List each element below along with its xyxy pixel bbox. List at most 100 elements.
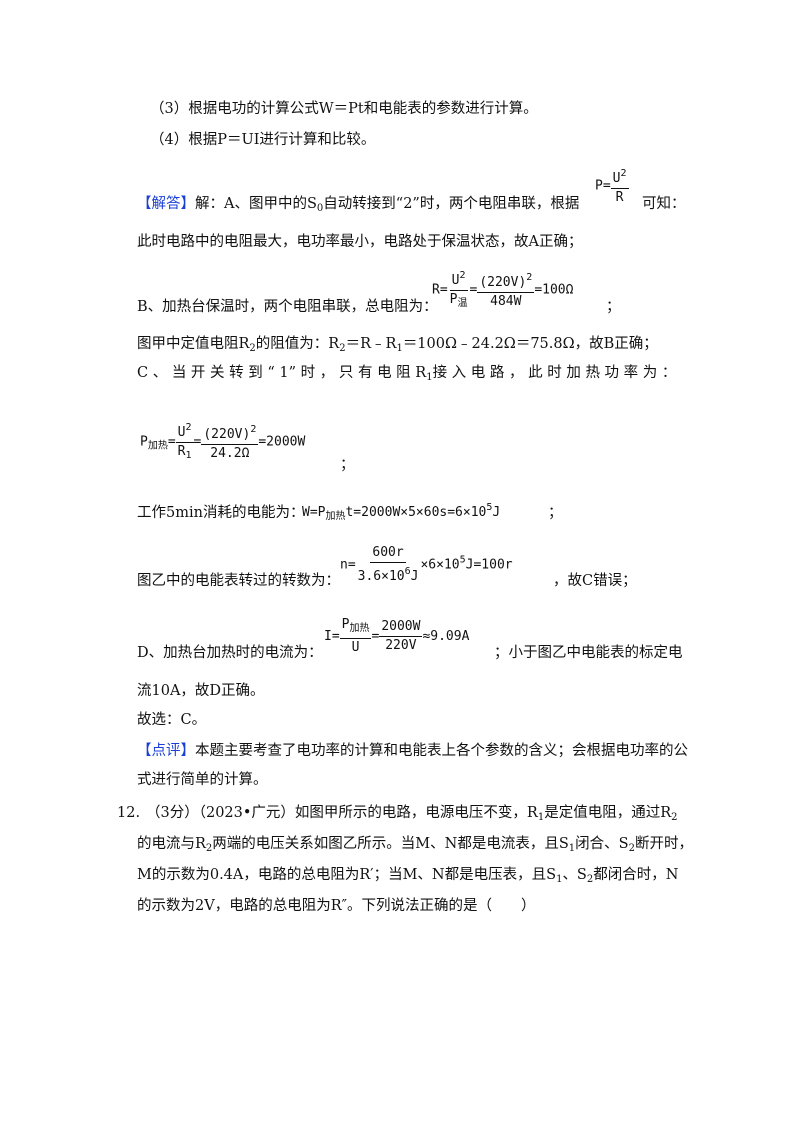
text-line-method-3: （3）根据电功的计算公式W＝Pt和电能表的参数进行计算。 [150, 101, 538, 117]
subscript: 温 [457, 298, 468, 309]
formula-text: P [341, 617, 350, 632]
comment-tag: 【点评】 [137, 743, 195, 759]
question-line-3: M的示数为0.4A，电路的总电阻为R′；当M、N都是电压表，且S1、S2都闭合时… [137, 865, 678, 890]
question-line-4: 的示数为2V，电路的总电阻为R″。下列说法正确的是（ ） [137, 898, 536, 914]
formula-text: 484W [490, 294, 522, 309]
formula-text: =2000W [258, 434, 306, 450]
subscript: 2 [671, 812, 678, 823]
formula-text: R [615, 190, 624, 205]
subscript: 1 [185, 450, 192, 461]
text-fragment: （3分）（2023•广元）如图甲所示的电路，电源电压不变，R [146, 805, 538, 821]
text-fragment: 都闭合时，N [593, 867, 679, 883]
text-fragment: ； [340, 457, 355, 473]
formula-text: J=100r [465, 557, 513, 573]
text-fragment: 闭合、S [575, 836, 629, 852]
formula-text: P [449, 292, 458, 307]
subscript: 1 [568, 843, 576, 854]
formula-text: R [177, 444, 186, 459]
text-fragment: 可知： [642, 196, 686, 212]
formula-text: J [410, 569, 419, 584]
formula-energy: W=P加热t=2000W×5×60s=6×105J [302, 500, 500, 525]
text-line-answer-d: D、加热台加热时的电流为： [137, 645, 323, 661]
formula-text: U [451, 273, 460, 288]
text-fragment: 本题主要考查了电功率的计算和电能表上各个参数的含义；会根据电功率的公 [195, 743, 688, 759]
formula-text: P= [595, 178, 611, 194]
text-line-answer-a: 【解答】解：A、图甲中的S0自动转接到“2”时，两个电阻串联，根据 [137, 194, 579, 219]
formula-text: 600r [370, 545, 406, 563]
text-line-revolutions: 图乙中的电能表转过的转数为： [137, 573, 340, 589]
text-line-answer-b: B、加热台保温时，两个电阻串联，总电阻为： [137, 299, 438, 315]
subscript: 2 [586, 874, 594, 885]
formula-text: 2000W [379, 619, 423, 637]
formula-text: =100Ω [534, 282, 574, 298]
text-line-method-4: （4）根据P＝UI进行计算和比较。 [150, 132, 376, 148]
text-fragment: ＝R﹣R [345, 336, 397, 352]
question-line-1: （3分）（2023•广元）如图甲所示的电路，电源电压不变，R1是定值电阻，通过R… [146, 803, 678, 828]
formula-text: U [612, 171, 621, 186]
text-fragment: 两端的电压关系如图乙所示。当M、N都是电流表，且S [212, 836, 569, 852]
formula-text: = [167, 434, 176, 450]
superscript: 2 [459, 270, 466, 281]
answer-a-part2: 自动转接到“2”时，两个电阻串联，根据 [323, 196, 580, 212]
answer-a-part1: 解：A、图甲中的S [195, 196, 317, 212]
subscript: 1 [537, 812, 545, 823]
text-fragment: 断开时， [634, 836, 693, 852]
text-fragment: 接 入 电 路 ， 此 时 加 热 功 率 为 ： [432, 365, 677, 381]
formula-text: U [177, 425, 186, 440]
subscript: 1 [426, 372, 433, 383]
formula-text: R= [432, 282, 448, 298]
formula-text: 24.2Ω [210, 446, 250, 461]
formula-text: U [351, 640, 360, 655]
superscript: 2 [250, 424, 257, 435]
text-line-answer-d-cont: 流10A，故D正确。 [137, 683, 265, 699]
formula-text: W=P [302, 505, 326, 520]
formula-text: 220V [385, 638, 417, 653]
text-fragment: C 、 当 开 关 转 到 “ 1” 时 ， 只 有 电 阻 R [137, 365, 427, 381]
superscript: 5 [459, 554, 466, 566]
superscript: 6 [404, 566, 411, 577]
text-fragment: 、S [562, 867, 587, 883]
subscript: 1 [556, 874, 563, 885]
text-fragment: ； [548, 505, 563, 521]
subscript: 2 [249, 343, 256, 354]
text-line-choice: 故选：C。 [137, 712, 207, 728]
formula-text: P [140, 434, 148, 450]
text-fragment: ；小于图乙中电能表的标定电 [494, 645, 683, 661]
text-line-answer-a-cont: 此时电路中的电阻最大，电功率最小，电路处于保温状态，故A正确； [137, 234, 583, 250]
formula-text: ≈9.09A [422, 629, 470, 644]
formula-text: ×6×10 [420, 557, 460, 573]
formula-text: (220V) [203, 427, 251, 442]
text-fragment: 是定值电阻，通过R [544, 805, 672, 821]
text-line-r2: 图甲中定值电阻R2的阻值为：R2＝R﹣R1＝100Ω﹣24.2Ω＝75.8Ω，故… [137, 334, 658, 359]
formula-text: (220V) [479, 275, 527, 290]
text-line-comment-cont: 式进行简单的计算。 [137, 772, 268, 788]
text-fragment: ； [606, 299, 621, 315]
subscript: 2 [205, 843, 213, 854]
formula-text: = [469, 282, 478, 298]
formula-text: I= [324, 629, 340, 644]
question-number: 12. [117, 805, 141, 821]
text-fragment: 的阻值为：R [255, 336, 340, 352]
text-fragment: 图甲中定值电阻R [137, 336, 250, 352]
superscript: 2 [185, 422, 192, 433]
subscript: 2 [339, 343, 346, 354]
text-line-comment: 【点评】本题主要考查了电功率的计算和电能表上各个参数的含义；会根据电功率的公 [137, 741, 688, 761]
text-fragment: 的电流与R [137, 836, 206, 852]
text-fragment: ＝100Ω﹣24.2Ω＝75.8Ω，故B正确； [402, 336, 658, 352]
formula-text: = [371, 629, 380, 644]
subscript: 0 [316, 203, 324, 214]
text-fragment: M的示数为0.4A，电路的总电阻为R′；当M、N都是电压表，且S [137, 867, 557, 883]
superscript: 5 [486, 502, 493, 513]
subscript: 1 [396, 343, 403, 354]
